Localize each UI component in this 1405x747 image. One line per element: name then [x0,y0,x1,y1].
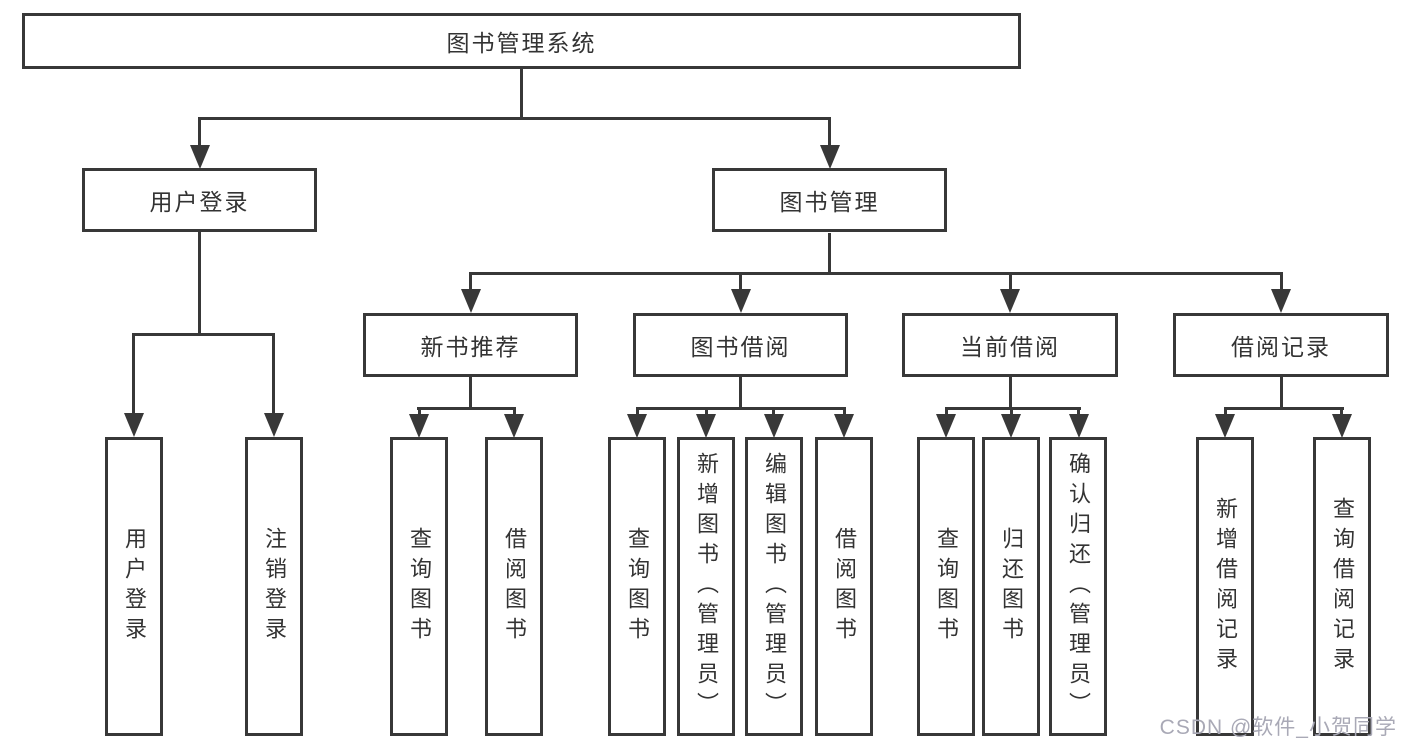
arrowhead-leaf-query-current [936,414,956,438]
leaf-add-borrow-record: 新增借阅记录 [1196,437,1254,736]
leaf-borrow-books-recommend: 借阅图书 [485,437,543,736]
arrowhead-leaf-user-login [124,413,144,437]
leaf-add-books-admin: 新增图书（管理员） [677,437,735,736]
connector-drop-borrow-records [1280,272,1283,292]
connector-drop-leaf [636,407,639,417]
node-book-borrow: 图书借阅 [633,313,848,377]
connector-drop-leaf [1340,407,1343,417]
leaf-query-books-borrow: 查询图书 [608,437,666,736]
connector-drop-book-borrow [739,272,742,292]
leaf-logout-login: 注销登录 [245,437,303,736]
node-book-management: 图书管理 [712,168,947,232]
arrowhead-new-book [461,289,481,313]
connector-book-borrow-stem [739,377,742,410]
node-borrow-records: 借阅记录 [1173,313,1389,377]
connector-drop-leaf-logout [272,333,275,413]
connector-drop-leaf [1224,407,1227,417]
leaf-borrow-books: 借阅图书 [815,437,873,736]
arrowhead-user-login [190,145,210,169]
node-root: 图书管理系统 [22,13,1021,69]
connector-drop-user-login [198,117,201,147]
node-new-book-recommend: 新书推荐 [363,313,578,377]
connector-drop-leaf [418,407,421,417]
leaf-edit-books-admin: 编辑图书（管理员） [745,437,803,736]
arrowhead-borrow-records [1271,289,1291,313]
arrowhead-leaf-borrow-recommend [504,414,524,438]
arrowhead-leaf-query-recommend [409,414,429,438]
arrowhead-leaf-query-record [1332,414,1352,438]
connector-root-stem [520,69,523,120]
arrowhead-leaf-add-books [696,414,716,438]
connector-new-book-stem [469,377,472,410]
arrowhead-current-borrow [1000,289,1020,313]
leaf-query-books-recommend: 查询图书 [390,437,448,736]
arrowhead-leaf-add-record [1215,414,1235,438]
connector-borrow-records-bus [1224,407,1344,410]
connector-user-login-bus [132,333,275,336]
leaf-return-books: 归还图书 [982,437,1040,736]
arrowhead-book-borrow [731,289,751,313]
connector-root-bus [198,117,831,120]
connector-drop-leaf [945,407,948,417]
connector-new-book-bus [417,407,516,410]
connector-drop-leaf [772,407,775,417]
leaf-query-borrow-record: 查询借阅记录 [1313,437,1371,736]
connector-drop-book-management [828,117,831,147]
connector-drop-new-book [469,272,472,292]
node-user-login: 用户登录 [82,168,317,232]
leaf-user-login: 用户登录 [105,437,163,736]
arrowhead-book-management [820,145,840,169]
arrowhead-leaf-logout [264,413,284,437]
arrowhead-leaf-query-borrow [627,414,647,438]
csdn-watermark: CSDN @软件_小贺同学 [1159,716,1397,739]
arrowhead-leaf-borrow-books [834,414,854,438]
connector-drop-leaf [843,407,846,417]
arrowhead-leaf-edit-books [764,414,784,438]
connector-book-borrow-bus [636,407,846,410]
connector-drop-leaf [1077,407,1080,417]
connector-drop-leaf [705,407,708,417]
arrowhead-leaf-confirm-return [1069,414,1089,438]
connector-user-login-stem [198,232,201,336]
connector-book-management-stem [828,233,831,275]
connector-book-management-bus [469,272,1283,275]
leaf-query-books-current: 查询图书 [917,437,975,736]
connector-current-borrow-bus [945,407,1081,410]
connector-drop-leaf [1010,407,1013,417]
node-current-borrow: 当前借阅 [902,313,1118,377]
connector-drop-leaf-user-login [132,333,135,413]
arrowhead-leaf-return-books [1001,414,1021,438]
connector-drop-leaf [513,407,516,417]
connector-drop-current-borrow [1009,272,1012,292]
leaf-confirm-return-admin: 确认归还（管理员） [1049,437,1107,736]
connector-borrow-records-stem [1280,377,1283,410]
connector-current-borrow-stem [1009,377,1012,410]
